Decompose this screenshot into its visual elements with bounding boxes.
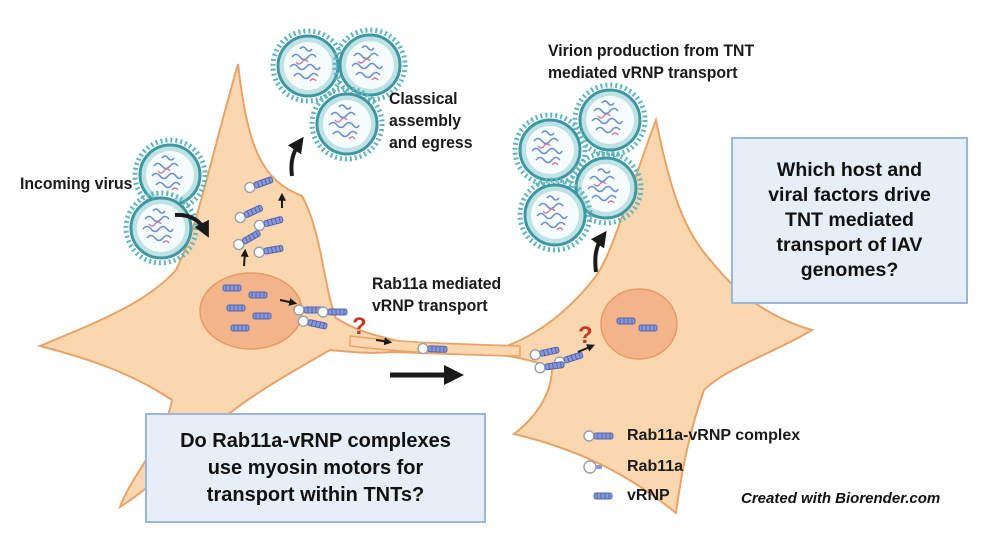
legend-complex-icon <box>583 430 614 442</box>
left-nucleus <box>199 272 303 350</box>
arrow-icon <box>174 136 607 385</box>
question-box-host-factors: Which host and viral factors drive TNT m… <box>731 137 968 304</box>
virion-production-label: Virion production from TNT mediated vRNP… <box>548 41 755 82</box>
question-mark: ? <box>352 313 367 340</box>
legend-rab11a-icon <box>583 460 602 474</box>
incoming-virus-label: Incoming virus <box>20 174 133 193</box>
legend-rab11a-label: Rab11a <box>627 458 684 475</box>
credit-text: Created with Biorender.com <box>741 490 941 507</box>
question-mark: ? <box>578 322 593 349</box>
question-box-myosin: Do Rab11a-vRNP complexes use myosin moto… <box>145 413 486 523</box>
legend-complex-label: Rab11a-vRNP complex <box>627 427 801 444</box>
legend-vrnp-icon <box>593 492 613 500</box>
rab11a-transport-label: Rab11a mediated vRNP transport <box>372 274 502 315</box>
virion-icon <box>515 115 585 185</box>
classical-assembly-label: Classical assembly and egress <box>389 89 473 152</box>
virion-icon <box>575 85 645 155</box>
right-nucleus <box>600 288 678 360</box>
legend-vrnp-label: vRNP <box>627 487 670 504</box>
